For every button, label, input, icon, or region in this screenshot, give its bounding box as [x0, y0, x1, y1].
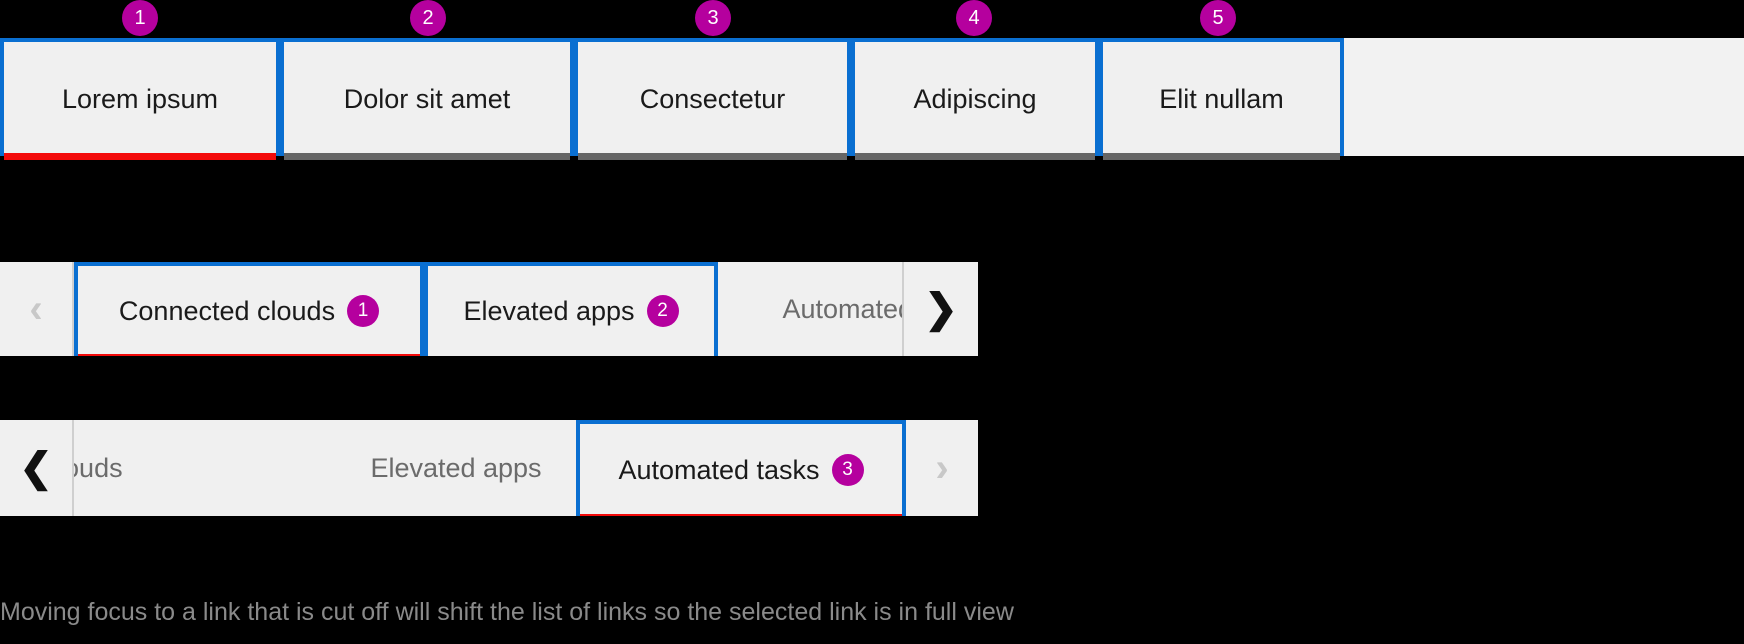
tab-label: Lorem ipsum [61, 83, 219, 114]
chevron-left-glyph: ‹ [29, 286, 43, 331]
link-label: Automated tasks [618, 454, 820, 485]
link-label: Automated tasks [782, 293, 902, 324]
chevron-left-icon[interactable]: ❮ [0, 420, 74, 516]
callout-badge-4: 4 [956, 0, 992, 36]
link-connected-clouds-cutoff[interactable]: cted clouds [74, 420, 336, 516]
link-elevated-apps[interactable]: Elevated apps 2 [424, 262, 718, 356]
callout-badge-2: 2 [410, 0, 446, 36]
tab-rest-underline [855, 153, 1095, 160]
tab-elit-nullam[interactable]: Elit nullam [1099, 38, 1344, 160]
chevron-left-icon[interactable]: ‹ [0, 262, 74, 356]
link-selected-underline [580, 514, 902, 516]
chevron-right-glyph: › [935, 445, 949, 490]
link-scroller-bottom: ❮ cted clouds Elevated apps Automated ta… [0, 420, 978, 516]
tab-rest-underline [578, 153, 847, 160]
tab-dolor-sit-amet[interactable]: Dolor sit amet [280, 38, 574, 160]
tab-strip-filler [1344, 38, 1744, 156]
link-label: cted clouds [74, 452, 123, 483]
chevron-right-icon[interactable]: › [906, 420, 978, 516]
link-selected-underline [78, 354, 420, 356]
callout-label: 5 [1212, 7, 1224, 29]
tab-selected-underline [4, 153, 276, 160]
callout-label: 4 [968, 7, 980, 29]
link-connected-clouds[interactable]: Connected clouds 1 [74, 262, 424, 356]
link-automated-tasks[interactable]: Automated tasks 3 [576, 420, 906, 516]
tab-consectetur[interactable]: Consectetur [574, 38, 851, 160]
tab-rest-underline [284, 153, 570, 160]
callout-badge-1: 1 [122, 0, 158, 36]
tab-label: Consectetur [639, 83, 786, 114]
callout-label: 3 [707, 7, 719, 29]
link-callout-badge: 3 [831, 454, 864, 486]
chevron-right-icon[interactable]: ❯ [902, 262, 978, 356]
caption-text: Moving focus to a link that is cut off w… [0, 598, 1014, 626]
link-clip-region: cted clouds [74, 420, 336, 516]
callout-label: 1 [134, 7, 146, 29]
callout-label: 2 [422, 7, 434, 29]
tab-strip: Lorem ipsum Dolor sit amet Consectetur A… [0, 38, 1744, 160]
link-label: Elevated apps [370, 452, 542, 483]
chevron-right-glyph: ❯ [924, 287, 958, 331]
link-elevated-apps[interactable]: Elevated apps [336, 420, 576, 516]
chevron-left-glyph: ❮ [19, 446, 53, 490]
tab-adipiscing[interactable]: Adipiscing [851, 38, 1099, 160]
callout-badge-5: 5 [1200, 0, 1236, 36]
tab-label: Adipiscing [913, 83, 1037, 114]
tab-rest-underline [1103, 153, 1340, 160]
link-scroller-top: ‹ Connected clouds 1 Elevated apps 2 Aut… [0, 262, 978, 356]
link-clip-region: Automated tasks [718, 262, 902, 356]
callout-badge-3: 3 [695, 0, 731, 36]
link-callout-badge: 1 [347, 295, 380, 327]
tab-lorem-ipsum[interactable]: Lorem ipsum [0, 38, 280, 160]
tab-label: Elit nullam [1159, 83, 1284, 114]
link-label: Connected clouds [118, 295, 336, 326]
link-automated-tasks-cutoff[interactable]: Automated tasks [718, 262, 902, 356]
tab-label: Dolor sit amet [343, 83, 511, 114]
link-label: Elevated apps [463, 295, 635, 326]
link-callout-badge: 2 [646, 295, 679, 327]
